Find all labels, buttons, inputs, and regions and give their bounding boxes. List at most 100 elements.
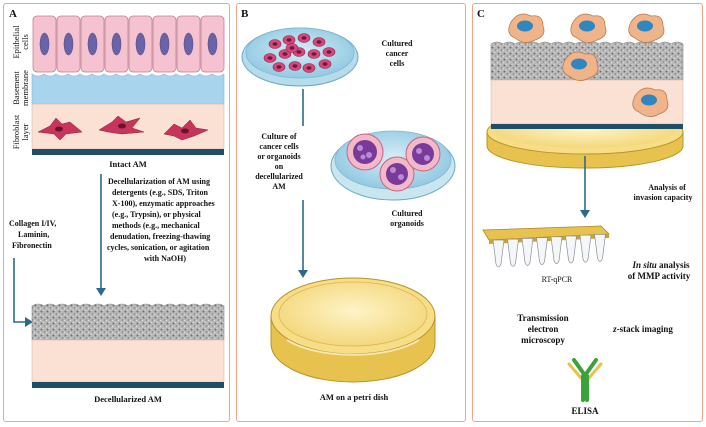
stack-imaging-text: -stack imaging <box>617 324 674 334</box>
decell-line: denudation, freezing-thawing <box>110 232 210 241</box>
cancer-cell <box>263 53 277 63</box>
panel-a-letter: A <box>9 8 17 20</box>
pcr-tube <box>594 234 606 262</box>
cancer-cell <box>297 33 311 43</box>
zstack-label: z-stack imaging <box>612 324 673 334</box>
decell-line: with NaOH) <box>144 254 186 263</box>
invading-cancer-cells <box>508 13 669 117</box>
cultured-cells-label-2: cancer <box>386 49 409 58</box>
cancer-cell <box>318 59 332 69</box>
cultured-cells-label-3: cells <box>390 59 405 68</box>
decell-base-bar <box>32 382 224 388</box>
invasion-label-2: invasion capacity <box>634 193 693 202</box>
z-text: z <box>612 324 617 334</box>
decell-line: Decellularization of AM using <box>108 177 210 186</box>
decell-text: Decellularization of AM using detergents… <box>107 177 215 263</box>
rtqpcr-label: RT-qPCR <box>542 275 573 284</box>
culture-arrow-head <box>298 270 308 278</box>
decell-arrow-head <box>96 288 106 296</box>
cancer-cell <box>278 49 292 59</box>
pcr-tube <box>579 234 592 263</box>
panel-c: C Analysis of invasion capacity RT-qPCR … <box>472 3 703 422</box>
am-petri-dish-label: AM on a petri dish <box>320 392 389 402</box>
culture-line: Culture of <box>261 132 297 141</box>
cancer-cell <box>272 62 286 72</box>
decell-line: methods (e.g., mechanical <box>112 221 201 230</box>
tem-label-1: Transmission <box>517 313 568 323</box>
epithelial-label-1: Epithelial <box>11 25 21 59</box>
culture-line: or organoids <box>257 152 300 161</box>
cultured-organoids-label-2: organoids <box>390 219 424 228</box>
decell-am-label: Decellularized AM <box>94 394 162 404</box>
analysis-arrow-head <box>580 210 590 218</box>
coating-line: Fibronectin <box>12 241 52 250</box>
pcr-tube <box>550 236 563 265</box>
tem-label-3: microscopy <box>521 335 565 345</box>
fibroblast-label-1: Fibroblast <box>11 114 21 149</box>
organoid <box>346 133 384 171</box>
intact-am-label: Intact AM <box>109 159 147 169</box>
cultured-organoids-label-1: Cultured <box>392 209 424 218</box>
panel-c-illustration: C Analysis of invasion capacity RT-qPCR … <box>477 8 693 416</box>
panel-c-letter: C <box>477 8 485 20</box>
cancer-cell <box>307 49 321 59</box>
elisa-label: ELISA <box>571 406 599 416</box>
epithelial-cell <box>128 15 153 73</box>
epithelial-cell <box>152 15 177 73</box>
pcr-tube <box>492 239 505 268</box>
epithelial-cell <box>104 15 129 73</box>
coating-line: Collagen I/IV, <box>9 219 56 228</box>
invasion-base-bar <box>491 124 683 129</box>
decell-matrix <box>31 303 225 341</box>
am-petri-dish <box>270 277 436 383</box>
panel-b-illustration: B Cultured cancer cells Culture of cance… <box>241 8 456 402</box>
cancer-cells-dish <box>241 27 359 87</box>
culture-line: AM <box>272 182 286 191</box>
panel-a-illustration: A Epithelial cells Basement membrane Fib… <box>9 8 225 404</box>
basement-label-1: Basement <box>11 71 21 105</box>
cultured-cells-label-1: Cultured <box>382 39 414 48</box>
epithelial-cells <box>32 15 225 73</box>
panel-a: A Epithelial cells Basement membrane Fib… <box>3 3 230 422</box>
antibody-icon <box>567 358 603 402</box>
cancer-cell <box>282 35 296 45</box>
organoid-dish <box>330 130 456 201</box>
epithelial-label-2: cells <box>20 34 30 50</box>
organoid <box>405 136 441 172</box>
pcr-tube <box>536 237 548 265</box>
tem-label-2: electron <box>528 324 559 334</box>
panel-b: B Cultured cancer cells Culture of cance… <box>236 3 466 422</box>
pcr-tube <box>507 238 519 267</box>
decell-line: detergents (e.g., SDS, Triton <box>112 188 208 197</box>
culture-line: decellularized <box>255 172 303 181</box>
epithelial-cell <box>32 15 57 73</box>
pcr-strip-tubes <box>482 225 610 268</box>
cancer-cell <box>302 63 316 73</box>
epithelial-cell <box>56 15 81 73</box>
invasion-label-1: Analysis of <box>648 183 686 192</box>
coating-text: Collagen I/IV, Laminin, Fibronectin <box>9 219 56 250</box>
cancer-cell <box>322 47 336 57</box>
organoid <box>379 156 415 192</box>
mmp-label-1: In situ analysis <box>631 260 690 270</box>
culture-line: cancer cells <box>259 142 298 151</box>
basement-membrane <box>31 73 225 105</box>
coating-arrow <box>13 258 26 323</box>
basement-label-2: membrane <box>20 70 30 106</box>
culture-line: on <box>275 162 284 171</box>
decell-stroma <box>31 339 225 383</box>
decell-line: cycles, sonication, or agitation <box>107 243 210 252</box>
intact-base-bar <box>32 149 224 155</box>
cancer-cell <box>312 37 326 47</box>
decell-line: X-100), enzymatic approaches <box>112 199 215 208</box>
mmp-label-2: of MMP activity <box>628 271 691 281</box>
coating-arrow-head <box>25 317 33 327</box>
in-situ-text: In situ <box>631 260 656 270</box>
decell-line: (e.g., Trypsin), or physical <box>112 210 201 219</box>
epithelial-cell <box>80 15 105 73</box>
analysis-text: analysis <box>657 260 690 270</box>
epithelial-cell <box>200 15 225 73</box>
coating-line: Laminin, <box>18 230 49 239</box>
cancer-cell <box>268 39 282 49</box>
panel-b-letter: B <box>241 8 249 20</box>
